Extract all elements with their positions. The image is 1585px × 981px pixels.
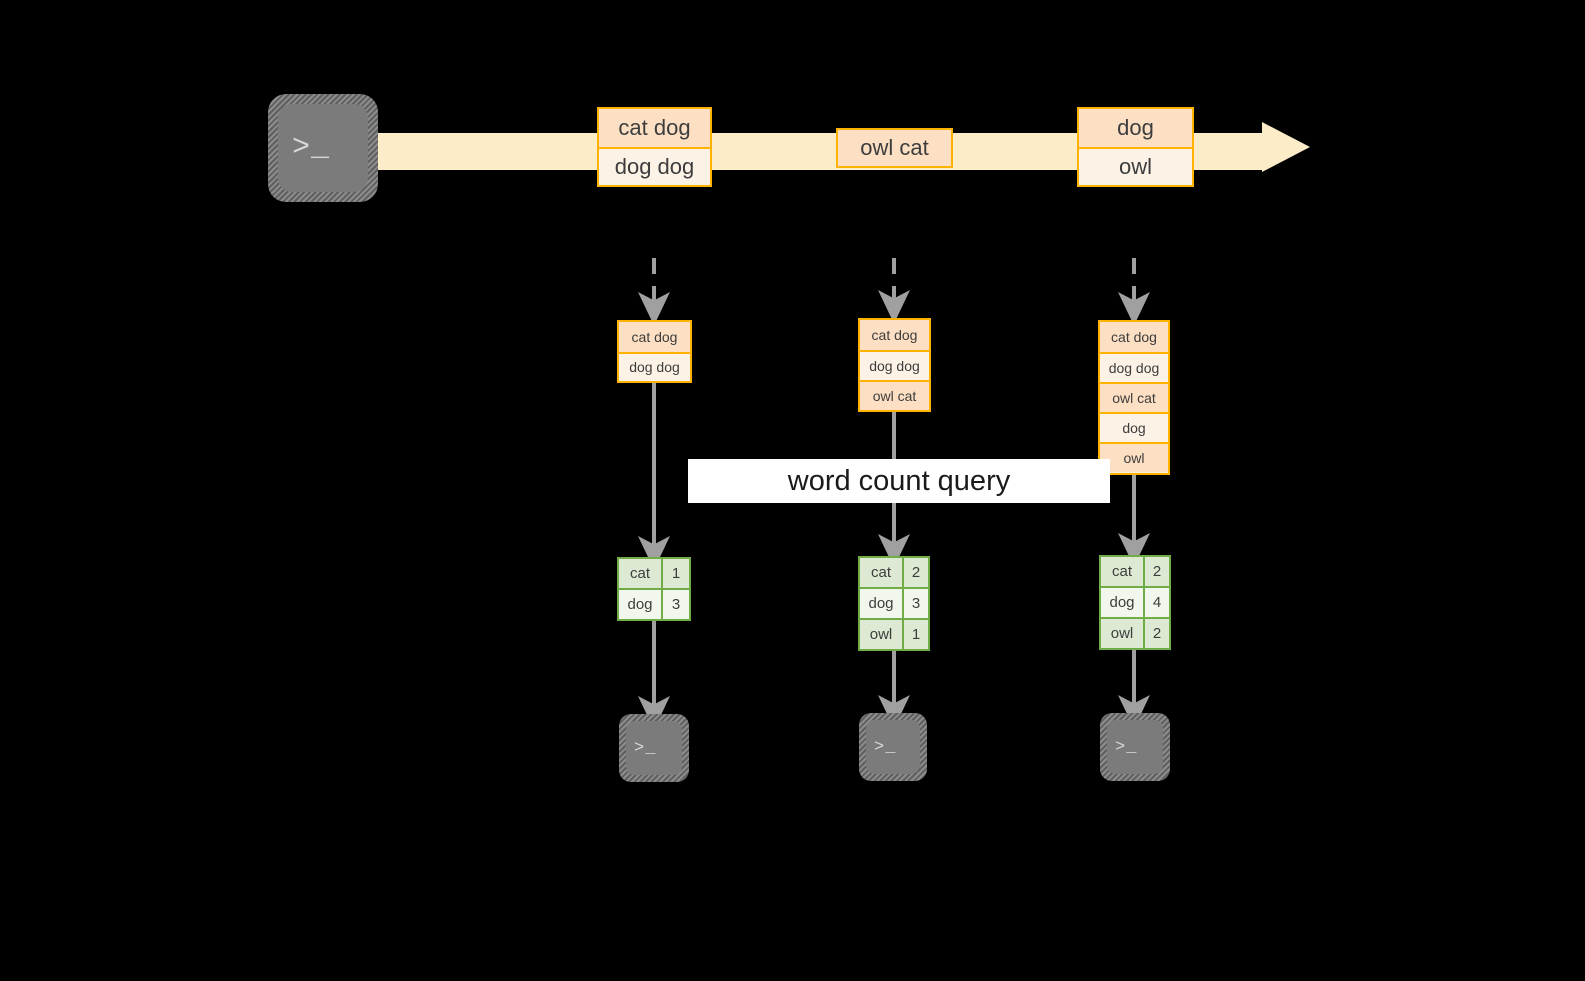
snapshot-line: dog dog [619, 351, 690, 381]
result-count: 2 [1145, 619, 1169, 648]
result-count: 2 [1145, 557, 1169, 586]
result-table-1[interactable]: cat 1 dog 3 [617, 557, 691, 621]
query-band: word count query [688, 459, 1110, 503]
snapshot-input-2[interactable]: cat dog dog dog owl cat [858, 318, 931, 412]
terminal-glyph: >_ [292, 131, 331, 165]
event-line: owl cat [838, 130, 951, 166]
result-count: 1 [663, 559, 689, 588]
terminal-glyph: >_ [1115, 737, 1138, 757]
snapshot-line: dog dog [860, 350, 929, 380]
query-label: word count query [787, 464, 1011, 497]
result-to-sink-connectors [637, 621, 1150, 730]
result-count: 1 [904, 620, 928, 649]
terminal-prompt-icon: >_ [1107, 720, 1163, 774]
result-word: owl [860, 620, 904, 649]
result-count: 3 [663, 590, 689, 619]
snapshot-line: owl cat [1100, 382, 1168, 412]
stream-event-2[interactable]: owl cat [836, 128, 953, 168]
result-word: dog [860, 589, 904, 618]
result-word: cat [1101, 557, 1145, 586]
result-word: cat [860, 558, 904, 587]
result-table-3[interactable]: cat 2 dog 4 owl 2 [1099, 555, 1171, 650]
stream-event-3[interactable]: dog owl [1077, 107, 1194, 187]
terminal-glyph: >_ [874, 737, 897, 757]
table-row: cat 2 [860, 558, 928, 587]
snapshot-line: owl cat [860, 380, 929, 410]
result-table-2[interactable]: cat 2 dog 3 owl 1 [858, 556, 930, 651]
terminal-glyph: >_ [634, 738, 657, 758]
result-count: 4 [1145, 588, 1169, 617]
table-row: cat 1 [619, 559, 689, 588]
snapshot-line: cat dog [1100, 322, 1168, 352]
terminal-prompt-icon: >_ [278, 104, 368, 192]
table-row: owl 1 [860, 618, 928, 649]
snapshot-input-1[interactable]: cat dog dog dog [617, 320, 692, 383]
stream-event-1[interactable]: cat dog dog dog [597, 107, 712, 187]
result-count: 3 [904, 589, 928, 618]
sink-terminal-2[interactable]: >_ [859, 713, 927, 781]
table-row: dog 4 [1101, 586, 1169, 617]
table-row: dog 3 [619, 588, 689, 619]
sink-terminal-1[interactable]: >_ [619, 714, 689, 782]
event-line: dog dog [599, 147, 710, 185]
snapshot-input-3[interactable]: cat dog dog dog owl cat dog owl [1098, 320, 1170, 475]
table-row: dog 3 [860, 587, 928, 618]
result-count: 2 [904, 558, 928, 587]
snapshot-line: cat dog [619, 322, 690, 352]
event-line: owl [1079, 147, 1192, 185]
result-word: dog [619, 590, 663, 619]
event-line: dog [1079, 109, 1192, 147]
snapshot-line: owl [1100, 442, 1168, 472]
snapshot-line: cat dog [860, 320, 929, 350]
table-row: cat 2 [1101, 557, 1169, 586]
result-word: dog [1101, 588, 1145, 617]
stream-to-snapshot-connectors [637, 258, 1150, 326]
terminal-prompt-icon: >_ [626, 721, 682, 775]
table-row: owl 2 [1101, 617, 1169, 648]
result-word: owl [1101, 619, 1145, 648]
snapshot-line: dog [1100, 412, 1168, 442]
source-terminal[interactable]: >_ [268, 94, 378, 202]
terminal-prompt-icon: >_ [866, 720, 920, 774]
sink-terminal-3[interactable]: >_ [1100, 713, 1170, 781]
event-line: cat dog [599, 109, 710, 147]
result-word: cat [619, 559, 663, 588]
snapshot-line: dog dog [1100, 352, 1168, 382]
